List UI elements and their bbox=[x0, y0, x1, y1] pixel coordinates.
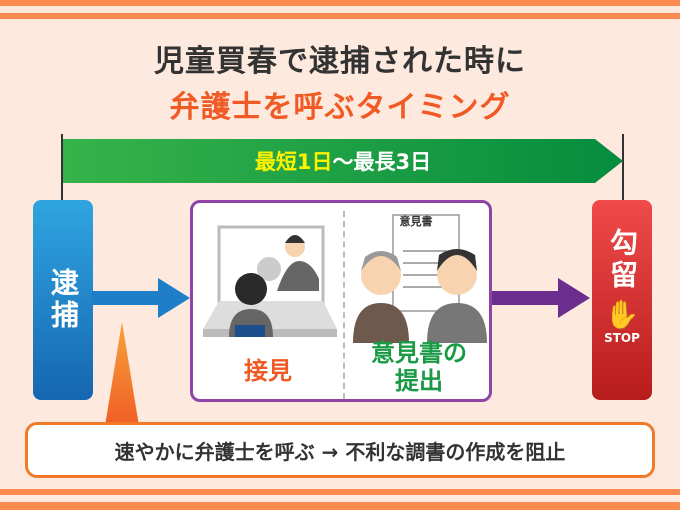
divider bbox=[343, 211, 345, 399]
interview-label: 接見 bbox=[244, 357, 292, 385]
document-title: 意見書 bbox=[399, 215, 433, 228]
stop-hand-icon: ✋ bbox=[604, 298, 640, 331]
bottom-note-box: 速やかに弁護士を呼ぶ → 不利な調書の作成を阻止 bbox=[25, 422, 655, 478]
title-line1: 児童買春で逮捕された時に bbox=[154, 44, 526, 79]
top-stripe bbox=[0, 0, 680, 6]
timeline-band: 最短1日 〜最長3日 bbox=[63, 139, 623, 183]
opinion-line2: 提出 bbox=[395, 367, 443, 395]
opinion-line1: 意見書の bbox=[371, 339, 467, 367]
detention-label: 勾留 bbox=[606, 228, 639, 292]
bottom-stripe bbox=[0, 489, 680, 495]
opinion-submission-label: 意見書の 提出 bbox=[345, 339, 493, 395]
detention-stage: 勾留 ✋ STOP bbox=[592, 200, 652, 400]
top-stripe bbox=[0, 13, 680, 19]
stop-label: STOP bbox=[604, 331, 640, 345]
blue-arrow-icon bbox=[92, 278, 190, 318]
timeline-end-marker bbox=[622, 134, 624, 204]
bottom-stripe bbox=[0, 502, 680, 510]
arrest-stage: 逮捕 bbox=[33, 200, 93, 400]
interview-illustration-icon bbox=[203, 225, 337, 337]
timeline-longest: 〜最長3日 bbox=[332, 150, 432, 174]
lawyer-actions-box: 接見 意見書 意見書の 提出 bbox=[190, 200, 492, 402]
title-line2: 弁護士を呼ぶタイミング bbox=[169, 90, 511, 125]
bottom-note: 速やかに弁護士を呼ぶ → 不利な調書の作成を阻止 bbox=[114, 439, 566, 464]
opinion-illustration-icon bbox=[353, 214, 487, 343]
pointer-triangle-icon bbox=[104, 322, 140, 432]
timeline-shortest: 最短1日 bbox=[254, 150, 333, 174]
purple-arrow-icon bbox=[492, 278, 590, 318]
timeline-start-marker bbox=[61, 134, 63, 204]
arrest-label: 逮捕 bbox=[47, 268, 80, 332]
